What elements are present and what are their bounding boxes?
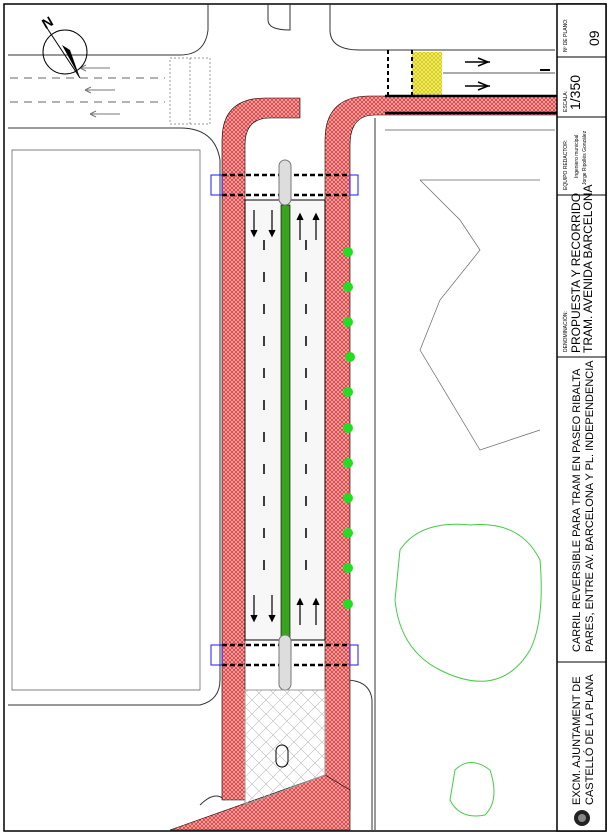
yellow-area [412,52,442,96]
left-sidewalk [221,97,301,801]
crossing-ramps [210,174,359,666]
paved-plaza [244,689,326,806]
team-line-2: Jorge Ripollés González [582,130,588,185]
project-line-2: PARES, ENTRE AV. BARCELONA Y PL. INDEPEN… [584,360,596,652]
right-sidewalk [324,95,558,811]
bollard [275,744,289,768]
team-label: EQUIPO REDACTOR: [563,140,569,190]
north-arrow: N [39,13,88,79]
scale-value: 1/350 [567,75,583,110]
top-road-lanes [10,77,165,103]
denomination-label: DENOMINACIÓN: [562,311,569,352]
org-line-1: EXCM. AJUNTAMENT DE [571,676,583,805]
denomination-line-1: PROPUESTA Y RECORRIDO [569,193,583,353]
refuge-island-bottom [278,634,292,691]
top-road-arrows [79,64,120,118]
green-area [394,523,542,682]
lane-dashes [263,240,307,590]
coat-of-arms-logo [574,810,590,826]
top-pedestrian-crossing [169,57,211,125]
project-line-1: CARRIL REVERSIBLE PARA TRAM EN PASEO RIB… [571,368,583,652]
scale-label: ESCALA: [563,91,569,112]
title-block: Nº DE PLANO: 09 ESCALA: 1/350 EQUIPO RED… [556,3,607,832]
north-label: N [39,13,56,32]
plan-number-label: Nº DE PLANO: [563,18,569,52]
plan-number: 09 [586,30,602,46]
park-paths [419,179,541,451]
tram-sidewalks [169,95,558,831]
org-line-2: CASTELLÓ DE LA PLANA [583,674,596,805]
green-median [280,204,291,641]
green-area-small [449,762,495,817]
trees [343,247,355,609]
lane-arrows [250,210,320,625]
team-line-1: Ingeniero municipal [574,135,580,178]
refuge-island-top [278,159,292,206]
denomination-line-2: TRAM. AVENIDA BARCELONA [581,185,595,354]
